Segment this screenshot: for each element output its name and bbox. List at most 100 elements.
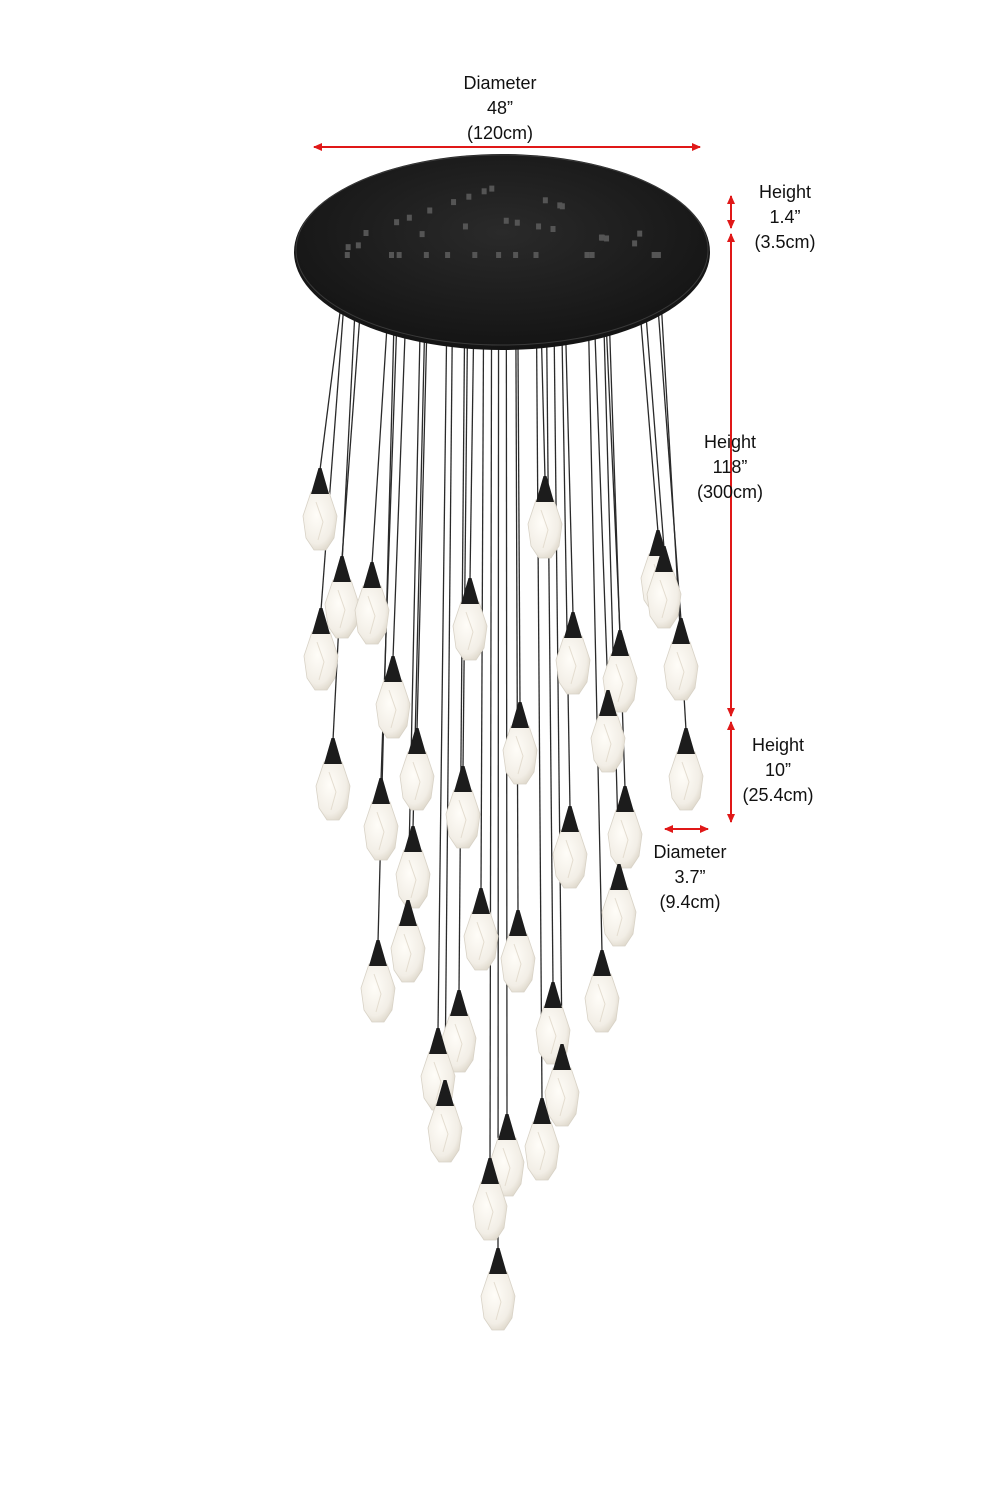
alabaster-shade-icon <box>555 635 591 695</box>
alabaster-shade-icon <box>452 601 488 661</box>
cord-mount <box>344 252 350 258</box>
shade-facet <box>614 897 623 937</box>
cord-mount <box>427 207 433 214</box>
cord-mount <box>451 199 457 206</box>
cord-mount <box>584 252 590 258</box>
pendant-cap-icon <box>369 940 387 966</box>
pendant-cord <box>444 202 455 1083</box>
pendant-cap-icon <box>399 900 417 926</box>
cord-mount <box>394 219 400 226</box>
pendant-light <box>399 728 435 811</box>
alabaster-shade-icon <box>590 713 626 773</box>
cord-mount <box>406 214 412 221</box>
canopy-diameter-title: Diameter <box>463 73 537 93</box>
canopy-diameter-imperial: 48” <box>486 98 513 118</box>
cord-mount <box>542 197 548 204</box>
pendant-cap-icon <box>564 612 582 638</box>
shade-facet <box>515 735 524 775</box>
cord-mount <box>513 252 519 258</box>
pendant-cap-icon <box>533 1098 551 1124</box>
cord-mount <box>489 185 495 192</box>
shade-facet <box>373 973 382 1013</box>
shade-facet <box>485 1191 494 1231</box>
pendant-light <box>646 546 682 629</box>
alabaster-shade-icon <box>390 923 426 983</box>
canopy-height-metric: (3.5cm) <box>754 232 816 252</box>
pendant-light <box>303 608 339 691</box>
canopy-cord-mounts <box>344 185 661 258</box>
shade-facet <box>454 1023 463 1063</box>
alabaster-shade-icon <box>315 761 351 821</box>
pendant-cap-icon <box>333 556 351 582</box>
pendant-cap-icon <box>593 950 611 976</box>
alabaster-shade-icon <box>646 569 682 629</box>
shade-facet <box>659 579 668 619</box>
cord-mount <box>355 242 361 249</box>
shade-facet <box>676 651 685 691</box>
pendant-light <box>427 1080 463 1163</box>
pendant-light <box>607 786 643 869</box>
pendant-light <box>363 778 399 861</box>
pendant-light <box>480 1248 516 1331</box>
shade-facet <box>540 509 549 549</box>
pendant-cap-icon <box>672 618 690 644</box>
shade-facet <box>433 1061 442 1101</box>
pendant-cap-icon <box>677 728 695 754</box>
alabaster-shade-icon <box>668 751 704 811</box>
shade-facet <box>465 611 474 651</box>
shade-facet <box>476 921 485 961</box>
cord-mount <box>389 252 394 258</box>
pendant-cap-icon <box>544 982 562 1008</box>
pendant-cap-icon <box>611 630 629 656</box>
pendant-light <box>472 1158 508 1241</box>
pendant-cap-icon <box>311 468 329 494</box>
cord-mount <box>655 252 661 258</box>
shade-facet <box>458 799 467 839</box>
alabaster-shade-icon <box>427 1103 463 1163</box>
pendant-light <box>302 468 338 551</box>
pendant-height-metric: (25.4cm) <box>742 785 814 805</box>
pendant-cap-icon <box>454 766 472 792</box>
pendant-cap-icon <box>436 1080 454 1106</box>
pendant-light <box>590 690 626 773</box>
cord-mount <box>598 234 604 241</box>
shade-facet <box>316 641 325 681</box>
shade-facet <box>568 645 577 685</box>
pendant-cap-icon <box>312 608 330 634</box>
canopy-height-title: Height <box>758 182 812 202</box>
pendant-light <box>502 702 538 785</box>
cord-mount <box>533 252 539 258</box>
alabaster-shade-icon <box>552 829 588 889</box>
alabaster-shade-icon <box>363 801 399 861</box>
pendant-light <box>584 950 620 1033</box>
pendant-cord <box>552 228 563 1047</box>
pendant-light <box>555 612 591 695</box>
pendant-cap-icon <box>610 864 628 890</box>
cord-mount <box>396 252 402 258</box>
pendant-cap-icon <box>498 1114 516 1140</box>
cord-mount <box>632 240 638 247</box>
pendant-cord <box>497 254 500 1251</box>
alabaster-shade-icon <box>399 751 435 811</box>
pendant-light <box>390 900 426 983</box>
pendant-diameter-imperial: 3.7” <box>674 867 706 887</box>
cord-mount <box>557 202 563 209</box>
pendant-diameter-metric: (9.4cm) <box>659 892 721 912</box>
pendant-cap-icon <box>553 1044 571 1070</box>
shade-facet <box>565 839 574 879</box>
shade-facet <box>603 723 612 763</box>
alabaster-shade-icon <box>544 1067 580 1127</box>
pendant-light <box>552 806 588 889</box>
pendant-cap-icon <box>509 910 527 936</box>
alabaster-shade-icon <box>527 499 563 559</box>
pendant-lights <box>302 468 704 1331</box>
shade-facet <box>403 933 412 973</box>
cord-mount <box>651 252 657 258</box>
canopy-diameter-label: Diameter 48” (120cm) <box>420 71 580 146</box>
pendant-light <box>445 766 481 849</box>
alabaster-shade-icon <box>302 491 338 551</box>
alabaster-shade-icon <box>663 641 699 701</box>
shade-facet <box>315 501 324 541</box>
